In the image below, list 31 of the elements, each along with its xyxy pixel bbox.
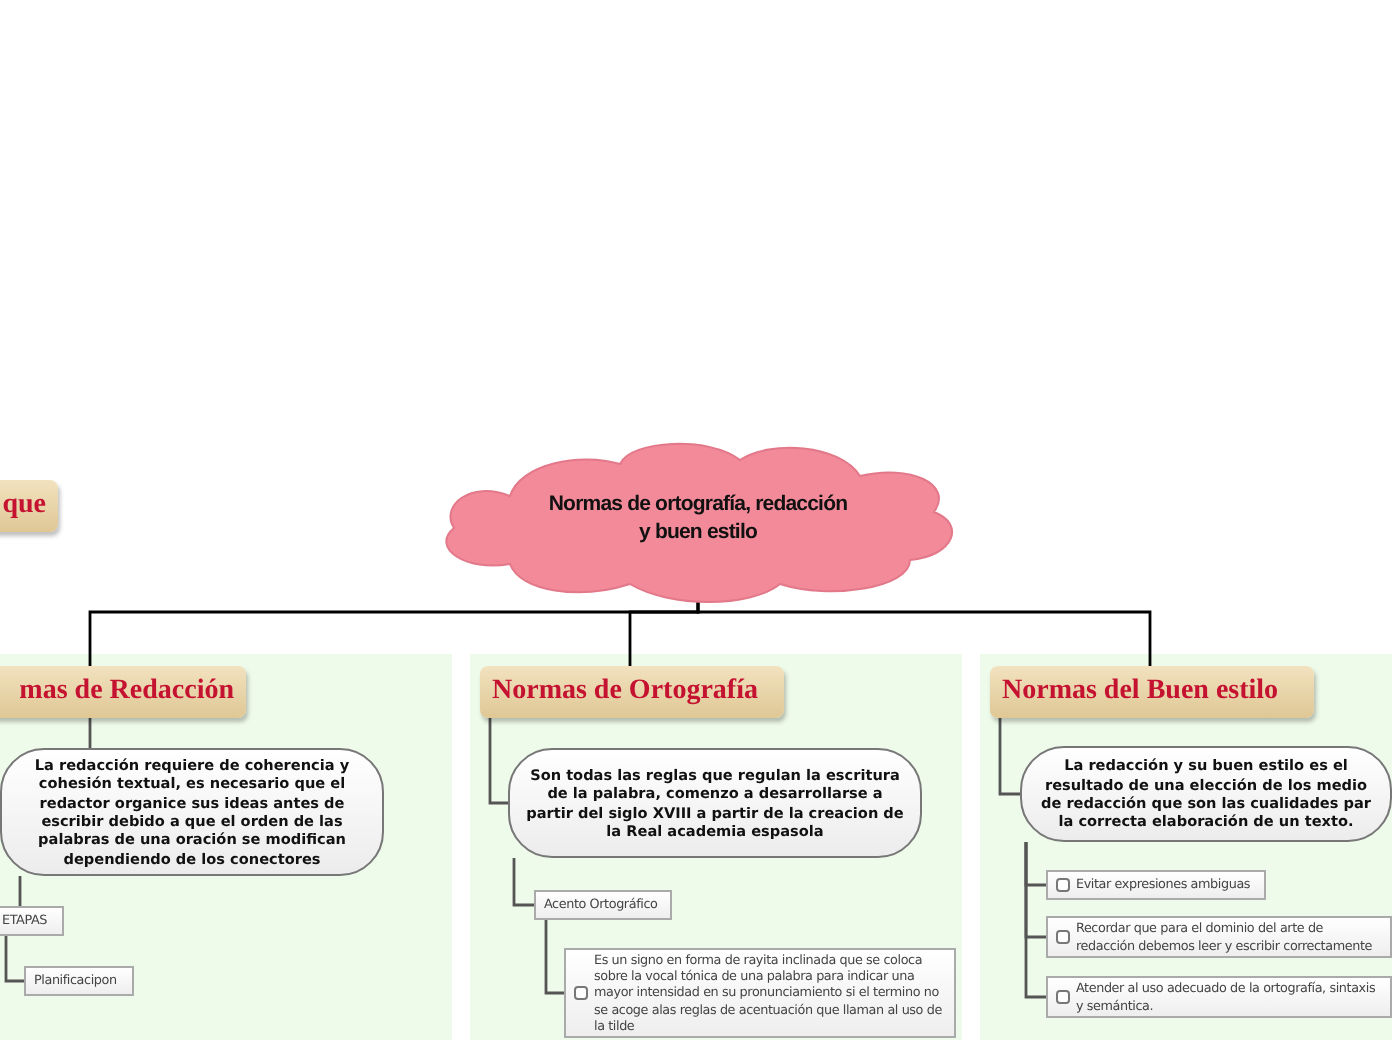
- topic-header: [480, 666, 784, 718]
- topic-title: Normas de Ortografía: [492, 676, 758, 708]
- panel-background: [470, 654, 962, 1040]
- connector-line: [4, 936, 24, 983]
- rounded-box: [508, 748, 922, 858]
- connector-line: [88, 718, 92, 748]
- subtopic-box: [1046, 976, 1392, 1018]
- topic-title: que: [2, 490, 46, 522]
- subtopic-box: [0, 906, 64, 936]
- subtopic-box: [1046, 870, 1266, 900]
- panel-background: [980, 654, 1392, 1040]
- connector-line: [1024, 842, 1046, 999]
- subtopic-box: [534, 890, 672, 920]
- subtopic-box: [24, 966, 134, 996]
- connector-line: [488, 718, 508, 805]
- panel-background: [0, 654, 452, 1040]
- topic-title: Normas del Buen estilo: [1002, 676, 1279, 708]
- connector-line: [512, 858, 534, 907]
- topic-header: [0, 480, 58, 532]
- topic-header: [990, 666, 1314, 718]
- rounded-box: [0, 748, 384, 876]
- subtopic-box: [1046, 916, 1392, 958]
- connector-line: [18, 876, 22, 906]
- connector-line: [696, 600, 1152, 666]
- connector-line: [544, 920, 564, 995]
- topic-title: mas de Redacción: [19, 676, 234, 708]
- central-topic-title: Normas de ortografía, redacción y buen estilo: [548, 492, 848, 548]
- connector-line: [998, 718, 1020, 796]
- rounded-box: [1020, 746, 1392, 842]
- subtopic-box: [564, 948, 956, 1038]
- topic-header: [0, 666, 246, 718]
